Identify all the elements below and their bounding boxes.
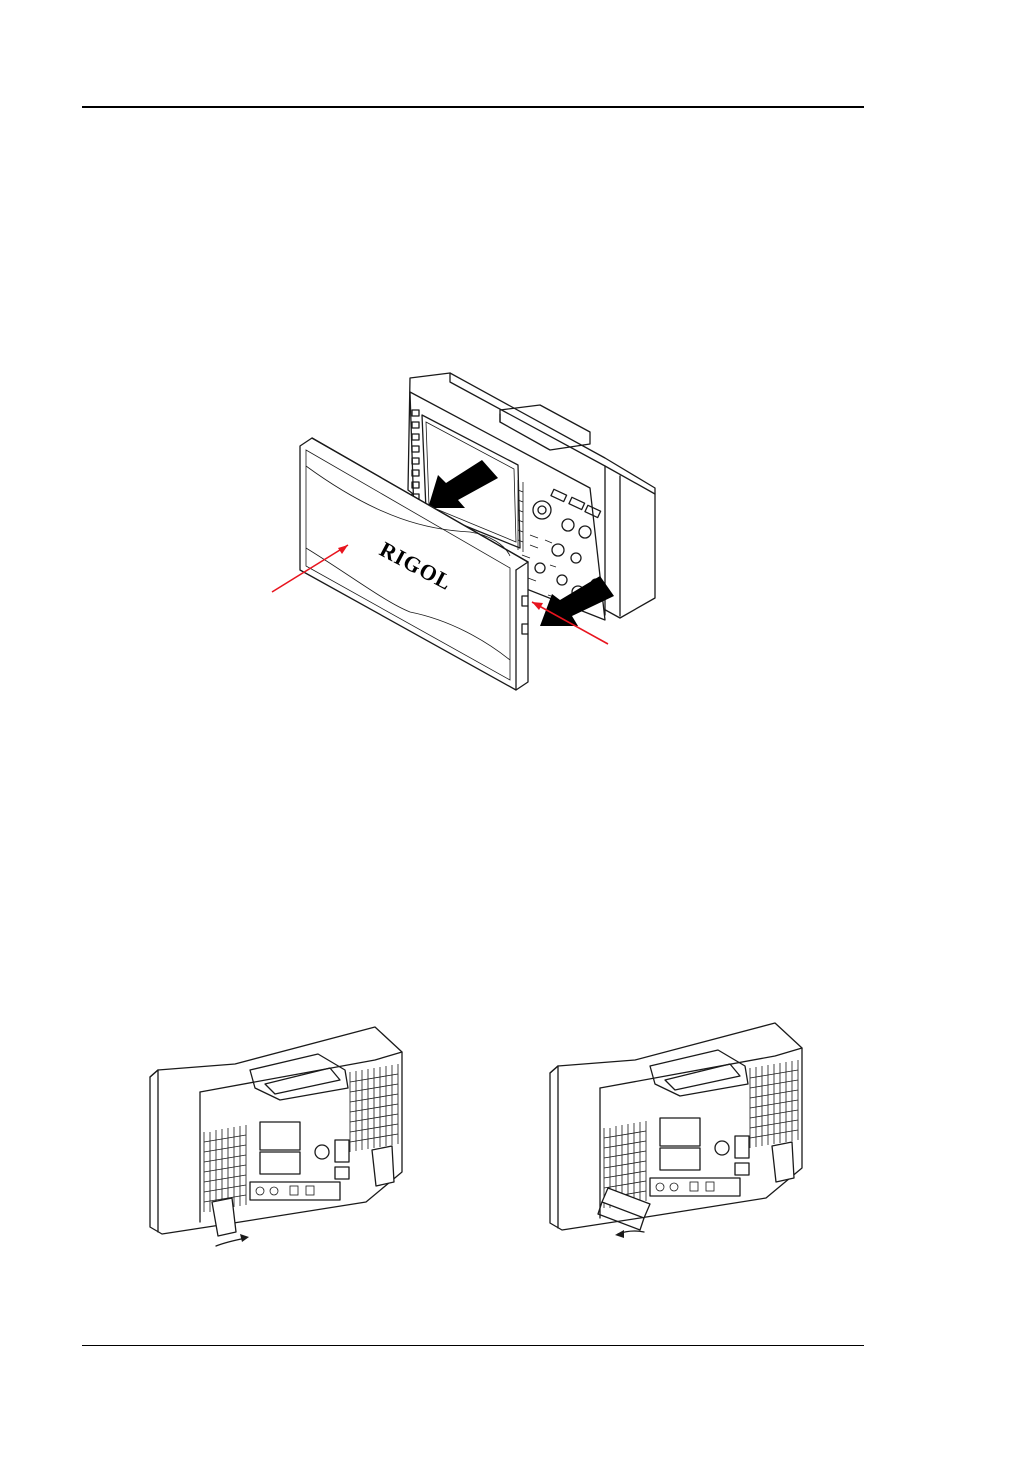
footer-rule xyxy=(82,1345,864,1346)
cover-installation-figure: RIGOL xyxy=(260,370,680,700)
header-rule xyxy=(82,106,864,108)
stand-folded-figure xyxy=(140,1022,410,1252)
stand-foot-left xyxy=(212,1198,236,1236)
stand-open-figure xyxy=(540,1018,810,1248)
stand-foot-right xyxy=(372,1146,394,1186)
stand-foot-right xyxy=(772,1142,794,1182)
